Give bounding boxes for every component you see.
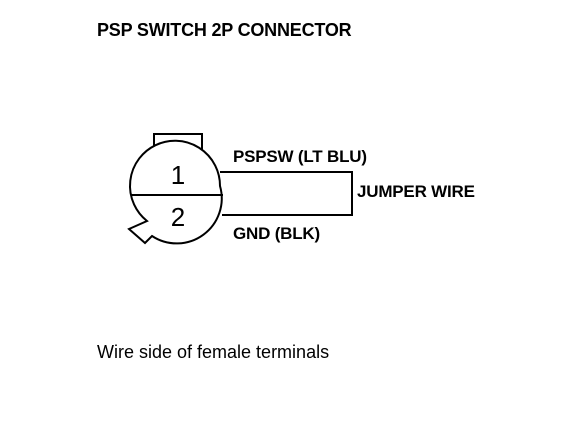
jumper-wire-label: JUMPER WIRE	[357, 182, 475, 201]
terminal-2-wire-label: GND (BLK)	[233, 224, 320, 243]
terminal-1-number: 1	[171, 160, 185, 190]
diagram-title: PSP SWITCH 2P CONNECTOR	[97, 20, 352, 40]
terminal-2-number: 2	[171, 202, 185, 232]
connector-body	[127, 139, 223, 245]
jumper-wire	[220, 171, 353, 216]
diagram-caption: Wire side of female terminals	[97, 342, 330, 362]
terminal-1-wire-label: PSPSW (LT BLU)	[233, 147, 367, 166]
